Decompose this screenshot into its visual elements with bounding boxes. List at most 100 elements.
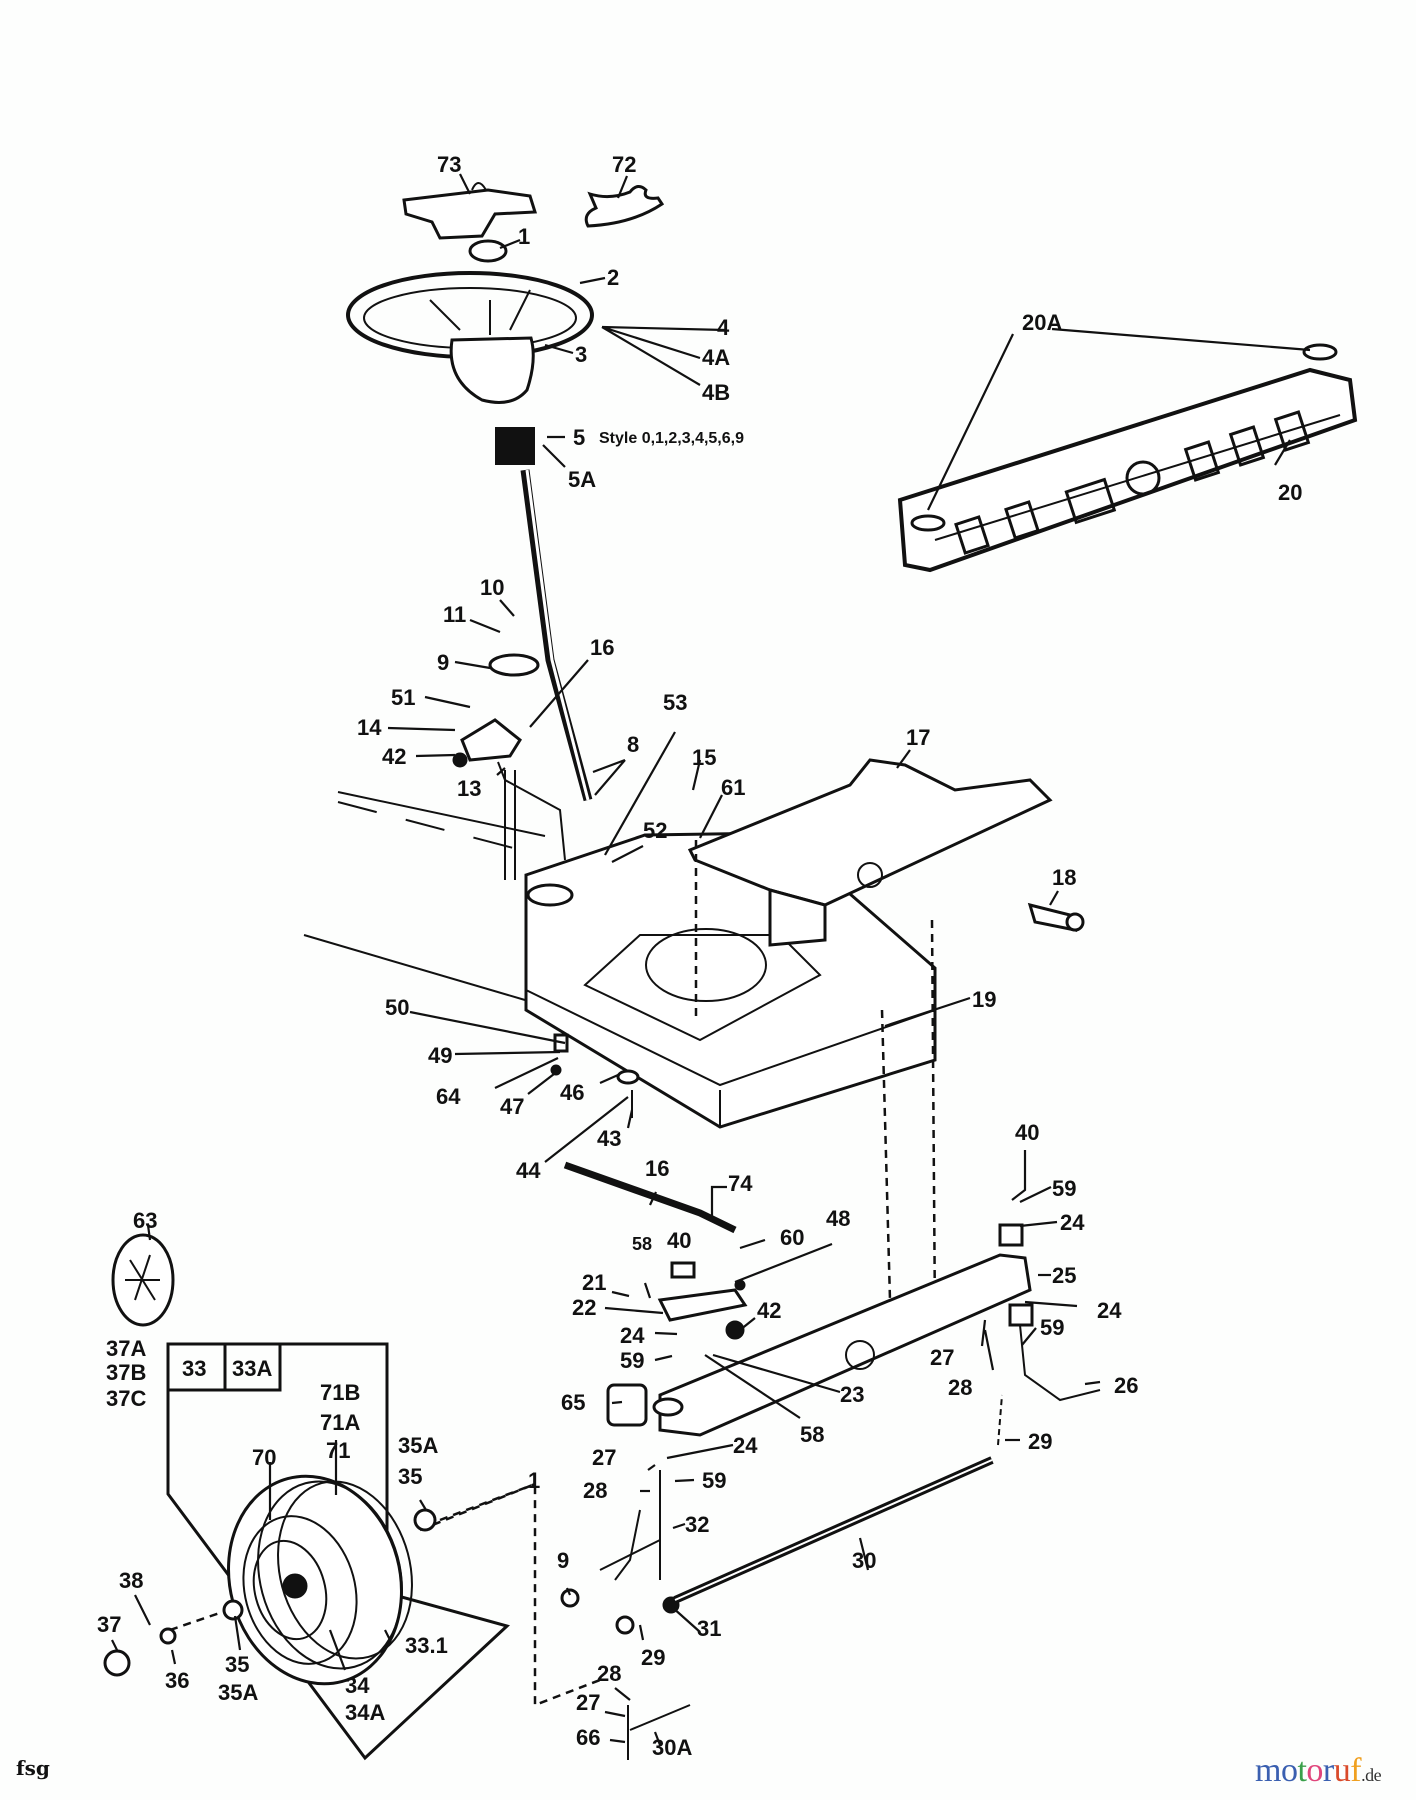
callout-25: 25 [1052,1263,1076,1288]
callout-71: 71 [326,1438,350,1463]
logo-letter: m [1255,1752,1281,1789]
callout-29-left: 29 [641,1645,665,1670]
callout-4: 4 [717,315,730,340]
part-20-axle-support [897,343,1358,573]
part-30A-link [629,1704,691,1731]
callout-28-bottom: 28 [597,1661,621,1686]
callout-22: 22 [572,1295,596,1320]
callout-66: 66 [576,1725,600,1750]
logo-letter: f [1350,1752,1362,1789]
callout-35-left: 35 [225,1652,249,1677]
callout-18: 18 [1052,865,1076,890]
callout-14: 14 [357,715,382,740]
callout-4B: 4B [702,380,730,405]
callout-44: 44 [516,1158,541,1183]
callout-37C: 37C [106,1386,146,1411]
callout-46: 46 [560,1080,584,1105]
callout-49: 49 [428,1043,452,1068]
callout-35A-right: 35A [398,1433,438,1458]
callout-58-lower: 58 [800,1422,824,1447]
callout-42-lower: 42 [757,1298,781,1323]
callout-27-bottom: 27 [576,1690,600,1715]
callout-35-right: 35 [398,1464,422,1489]
callout-59-right-mid: 59 [1040,1315,1064,1340]
callout-63: 63 [133,1208,157,1233]
guide-line [930,919,937,1321]
part-18-pin [1027,902,1085,932]
leader-lines [111,173,1311,1746]
callout-17: 17 [906,725,930,750]
callout-20A: 20A [1022,310,1062,335]
callout-1: 1 [518,224,530,249]
style-note: Style 0,1,2,3,4,5,6,9 [599,430,744,447]
callout-59-left-bottom: 59 [702,1468,726,1493]
callout-5: 5 [573,425,585,450]
callout-26: 26 [1114,1373,1138,1398]
tire-box-label-33: 33 [182,1356,206,1381]
callout-28-right: 28 [948,1375,972,1400]
callout-2: 2 [607,265,619,290]
motoruf-logo[interactable]: motoruf.de [1255,1752,1382,1790]
callout-35A-left: 35A [218,1680,258,1705]
part-25-front-axle [658,1223,1101,1437]
callout-48: 48 [826,1206,850,1231]
callout-42-upper: 42 [382,744,406,769]
callout-20: 20 [1278,480,1302,505]
logo-wordmark: motoruf [1255,1752,1362,1789]
callout-23: 23 [840,1382,864,1407]
callout-38: 38 [119,1568,143,1593]
callout-74: 74 [728,1171,753,1196]
logo-letter: r [1322,1752,1334,1789]
part-frame-fasteners [550,1033,640,1118]
part-36-washer [159,1627,177,1645]
callout-51: 51 [391,685,415,710]
callout-10: 10 [480,575,504,600]
callout-28-left: 28 [583,1478,607,1503]
callout-5A: 5A [568,467,596,492]
callout-1-dashed: 1 [528,1468,540,1493]
logo-letter: o [1306,1752,1323,1789]
callout-9-upper: 9 [437,650,449,675]
logo-tld: .de [1361,1765,1382,1785]
callout-32: 32 [685,1512,709,1537]
callout-71A: 71A [320,1410,360,1435]
callout-36: 36 [165,1668,189,1693]
callout-labels: 73 72 1 2 3 4 4A 4B 5 Style 0,1,2,3,4,5,… [97,152,1302,1760]
callout-73: 73 [437,152,461,177]
part-1 [468,239,508,263]
tire-box [166,1342,510,1761]
tire-box-label-33A: 33A [232,1356,272,1381]
callout-19: 19 [972,987,996,1012]
callout-37A: 37A [106,1336,146,1361]
callout-33.1: 33.1 [405,1633,448,1658]
callout-72: 72 [612,152,636,177]
callout-65: 65 [561,1390,585,1415]
callout-40-right: 40 [1015,1120,1039,1145]
callout-58-upper: 58 [632,1234,652,1254]
callout-52: 52 [643,818,667,843]
callout-29-right: 29 [1028,1429,1052,1454]
callout-59-right-top: 59 [1052,1176,1076,1201]
part-steering-cap [402,182,538,240]
part-17-bracket [687,758,1053,947]
callout-21: 21 [582,1270,606,1295]
callout-47: 47 [500,1094,524,1119]
callout-16-upper: 16 [590,635,614,660]
callout-27-right: 27 [930,1345,954,1370]
part-steering-arm [657,1261,748,1340]
callout-70: 70 [252,1445,276,1470]
callout-30A: 30A [652,1735,692,1760]
callout-8: 8 [627,732,639,757]
callout-15: 15 [692,745,716,770]
callout-30: 30 [852,1548,876,1573]
part-63-hubcap [111,1233,175,1327]
callout-13: 13 [457,776,481,801]
part-steering-gear [452,653,566,880]
part-steering-insert [584,185,665,228]
callout-60: 60 [780,1225,804,1250]
part-35-bearing-left [222,1599,244,1621]
callout-24-right-mid: 24 [1097,1298,1122,1323]
part-16-drag-link [563,1161,737,1234]
